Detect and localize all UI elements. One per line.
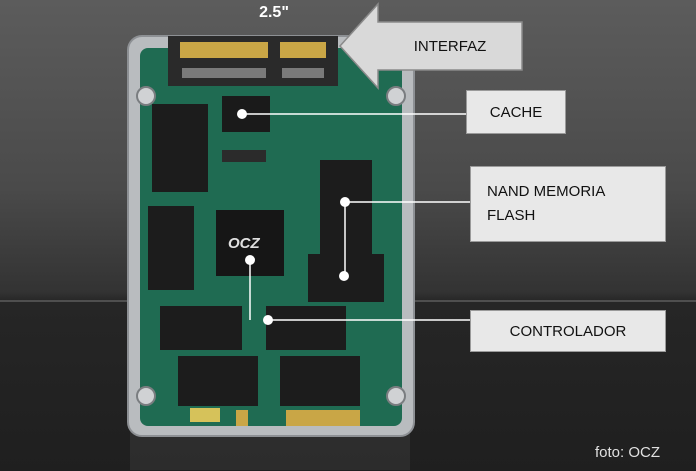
nand-chip-lower-left xyxy=(178,356,258,406)
mounting-hole-tl xyxy=(136,86,156,106)
sata-data-pins xyxy=(180,42,268,58)
edge-contact-2 xyxy=(286,410,360,426)
controller-brand: OCZ xyxy=(228,235,261,252)
connector-pins-lower xyxy=(182,68,266,78)
controlador-label: CONTROLADOR xyxy=(509,322,627,340)
nand-label-line1: NAND MEMORIA xyxy=(487,183,606,200)
cache-label-box: CACHE xyxy=(466,90,566,134)
nand-marker-mid xyxy=(339,271,349,281)
controlador-label-box: CONTROLADOR xyxy=(470,310,666,352)
jumper-block xyxy=(190,408,220,422)
nand-chip-left-mid xyxy=(148,206,194,290)
small-ic xyxy=(222,150,266,162)
edge-contact-1 xyxy=(236,410,248,426)
connector-pins-lower-2 xyxy=(282,68,324,78)
form-factor-label: 2.5" xyxy=(259,4,289,21)
mounting-hole-bl xyxy=(136,386,156,406)
mounting-hole-br xyxy=(386,386,406,406)
photo-credit: foto: OCZ xyxy=(594,444,660,461)
nand-chip-right-top xyxy=(320,160,372,256)
sata-power-pins xyxy=(280,42,326,58)
interfaz-label: INTERFAZ xyxy=(413,37,487,55)
nand-chip-bottom-left xyxy=(160,306,242,350)
nand-label-box: NAND MEMORIA FLASH xyxy=(470,166,666,242)
mounting-hole-tr xyxy=(386,86,406,106)
interface-arrow-icon xyxy=(338,2,523,90)
nand-chip-left-top xyxy=(152,104,208,192)
nand-chip-lower-right xyxy=(280,356,360,406)
cache-label: CACHE xyxy=(489,103,543,121)
nand-chip-bottom-right xyxy=(266,306,346,350)
nand-label-line2: FLASH xyxy=(487,207,536,224)
